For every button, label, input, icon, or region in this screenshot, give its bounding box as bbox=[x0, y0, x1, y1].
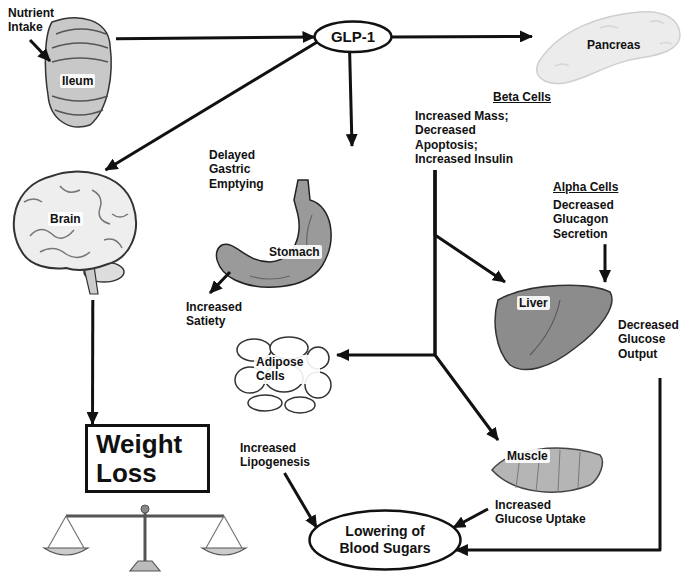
node-text: GLP-1 bbox=[331, 28, 375, 46]
cell-effect-group: Beta CellsIncreased Mass; Decreased Apop… bbox=[413, 90, 554, 170]
organ-label: Ileum bbox=[60, 74, 95, 88]
intake-arrow bbox=[30, 40, 50, 61]
brain-gyri bbox=[24, 186, 128, 258]
effect-text: Delayed Gastric Emptying bbox=[209, 148, 281, 191]
ellipse-shape bbox=[310, 511, 461, 570]
flow-arrow bbox=[453, 509, 488, 528]
scales-strings bbox=[48, 516, 242, 548]
outcome-ellipse: Lowering of Blood Sugars bbox=[308, 509, 462, 571]
cell-effect-group: Alpha CellsDecreased Glucagon Secretion bbox=[553, 180, 665, 244]
scales-beam bbox=[66, 515, 224, 518]
flow-arrow bbox=[392, 35, 533, 39]
organ-node: Adipose CellsIncreased Lipogenesis bbox=[232, 335, 337, 473]
flow-arrow bbox=[435, 170, 505, 282]
organ-node: Brain bbox=[8, 170, 138, 300]
flow-arrow bbox=[456, 378, 660, 550]
organ-label: Brain bbox=[48, 212, 83, 226]
cell-heading: Beta Cells bbox=[493, 90, 551, 104]
scales-pan bbox=[44, 548, 88, 555]
scales-knob bbox=[141, 505, 149, 513]
annotation-text: Increased Satiety bbox=[186, 300, 258, 329]
brain-illustration bbox=[14, 172, 136, 270]
fat-cell bbox=[248, 395, 282, 411]
scales-pole bbox=[144, 510, 147, 561]
fat-cell bbox=[285, 397, 315, 413]
adipose-illustration bbox=[235, 337, 331, 413]
pancreas-texture bbox=[555, 21, 672, 66]
node-text: Weight Loss bbox=[96, 430, 199, 487]
satiety-arrow bbox=[210, 272, 230, 293]
scales-pan bbox=[202, 548, 246, 555]
ellipse-shape bbox=[315, 22, 392, 53]
ileum-illustration bbox=[45, 18, 111, 127]
effect-text: Increased Glucose Uptake bbox=[495, 498, 595, 527]
liver-illustration bbox=[495, 285, 612, 369]
organ-label: Adipose Cells bbox=[254, 355, 320, 384]
organ-node: LiverDecreased Glucose Output bbox=[492, 282, 685, 378]
effect-text: Decreased Glucose Output bbox=[618, 318, 682, 361]
flow-arrow bbox=[604, 244, 607, 282]
scales-base bbox=[130, 561, 160, 571]
flow-arrow bbox=[285, 473, 317, 528]
organ-node: MuscleIncreased Glucose Uptake bbox=[488, 440, 606, 532]
hormone-ellipse: GLP-1 bbox=[313, 20, 393, 54]
flow-arrow bbox=[116, 37, 315, 39]
flow-arrow bbox=[91, 300, 94, 424]
organ-node: Ileum bbox=[38, 16, 116, 130]
scales-illustration bbox=[44, 505, 246, 571]
flow-arrow bbox=[435, 170, 498, 440]
effect-text: Decreased Glucagon Secretion bbox=[553, 198, 633, 241]
annotation-text: Nutrient Intake bbox=[8, 6, 70, 35]
organ-node: Pancreas bbox=[532, 2, 682, 88]
muscle-illustration bbox=[492, 448, 602, 492]
node-text: Lowering of Blood Sugars bbox=[335, 523, 435, 557]
organ-node: Delayed Gastric EmptyingStomach bbox=[205, 146, 355, 290]
organ-label: Liver bbox=[517, 296, 550, 310]
flow-arrow bbox=[350, 52, 352, 146]
cell-heading: Alpha Cells bbox=[553, 180, 618, 194]
ileum-coils bbox=[52, 29, 108, 115]
stomach-illustration bbox=[216, 180, 331, 287]
organ-label: Stomach bbox=[267, 245, 322, 259]
outcome-box: Weight Loss bbox=[85, 424, 210, 493]
effect-text: Increased Mass; Decreased Apoptosis; Inc… bbox=[415, 109, 535, 167]
organ-label: Pancreas bbox=[587, 38, 640, 52]
flow-arrow bbox=[337, 170, 435, 355]
pancreas-illustration bbox=[537, 12, 680, 84]
organ-label: Muscle bbox=[505, 449, 550, 463]
effect-text: Increased Lipogenesis bbox=[240, 441, 325, 470]
